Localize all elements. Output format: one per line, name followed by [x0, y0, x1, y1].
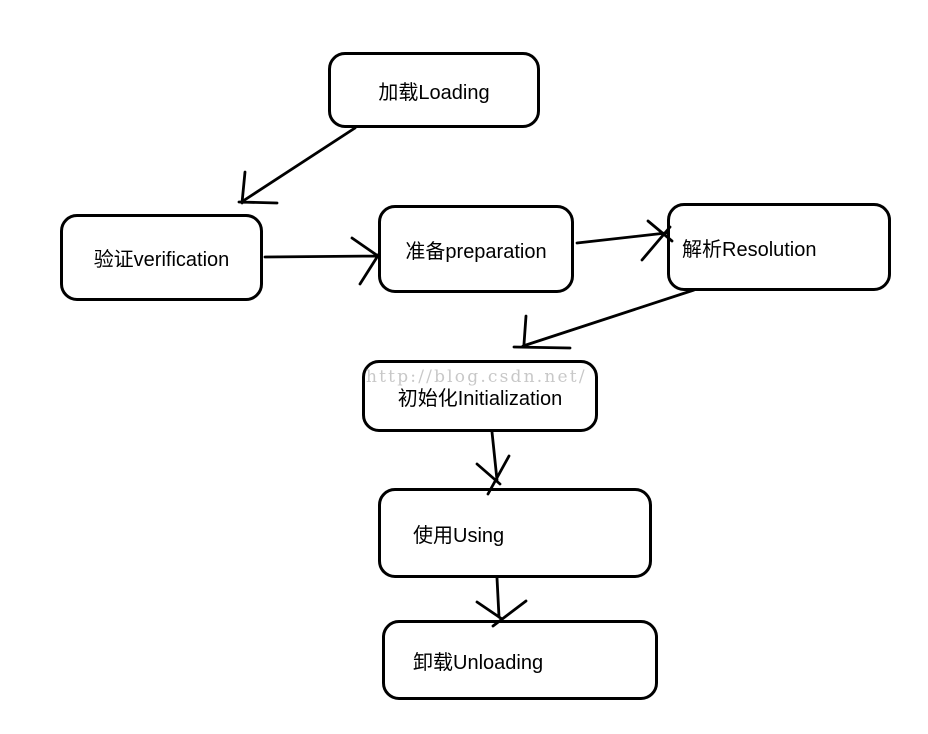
node-resolution-label: 解析Resolution [682, 238, 817, 261]
node-loading-label: 加载Loading [378, 81, 490, 104]
edge-preparation-to-resolution [575, 219, 674, 262]
edge-verification-to-preparation [263, 236, 381, 286]
edge-initialization-to-using [475, 430, 511, 496]
node-preparation: 准备preparation [378, 205, 574, 293]
node-initialization: 初始化Initialization [362, 360, 598, 432]
node-loading: 加载Loading [328, 52, 540, 128]
edge-loading-to-verification [237, 126, 357, 205]
node-unloading-label: 卸载Unloading [413, 651, 544, 674]
edge-using-to-unloading [475, 576, 528, 628]
node-verification-label: 验证verification [93, 249, 230, 271]
node-unloading: 卸载Unloading [382, 620, 658, 700]
node-using: 使用Using [378, 488, 652, 578]
node-resolution: 解析Resolution [667, 203, 891, 291]
node-verification: 验证verification [60, 214, 263, 301]
node-preparation-label: 准备preparation [405, 240, 547, 263]
node-initialization-label: 初始化Initialization [397, 387, 563, 410]
edge-resolution-to-initialization [512, 288, 696, 350]
node-using-label: 使用Using [413, 524, 505, 547]
